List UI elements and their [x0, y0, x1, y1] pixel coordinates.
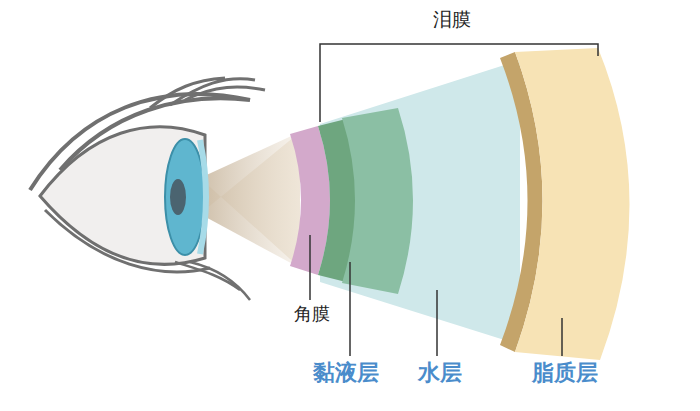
layer-label: 脂质层	[532, 360, 598, 386]
light-cone-shade	[200, 132, 300, 268]
leader-line	[309, 235, 311, 300]
lower-eyelashes	[175, 262, 250, 300]
part-label: 角膜	[294, 303, 330, 325]
eye-cornea	[200, 140, 206, 254]
aqueous-band	[342, 108, 413, 294]
lipid-band	[515, 48, 630, 360]
light-cone	[200, 132, 300, 268]
iris	[165, 139, 205, 255]
leader-line	[436, 290, 438, 356]
bracket-label: 泪膜	[433, 8, 471, 31]
eyelid	[30, 94, 250, 190]
leader-line	[349, 262, 351, 356]
layer-label: 黏液层	[313, 360, 379, 386]
layer-label: 水层	[418, 360, 462, 386]
eyelashes	[150, 78, 265, 108]
leader-line	[561, 318, 563, 356]
pupil	[170, 179, 186, 215]
tear-film-bracket	[320, 44, 598, 122]
